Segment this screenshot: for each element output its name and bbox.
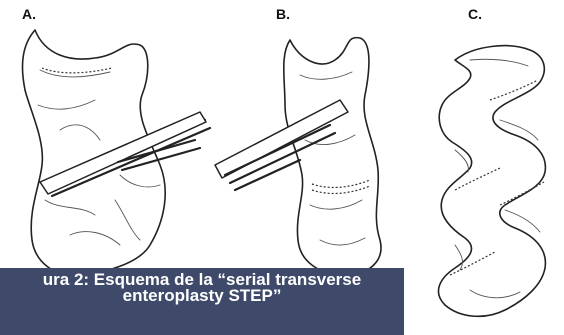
figure-caption: ura 2: Esquema de la “serial transverse … xyxy=(0,268,404,335)
panel-b-drawing xyxy=(215,38,381,275)
panel-a-drawing xyxy=(22,30,210,275)
panel-a-label: A. xyxy=(22,6,36,22)
panel-b-label: B. xyxy=(276,6,290,22)
panel-c-label: C. xyxy=(468,6,482,22)
panel-c-drawing xyxy=(438,46,545,317)
